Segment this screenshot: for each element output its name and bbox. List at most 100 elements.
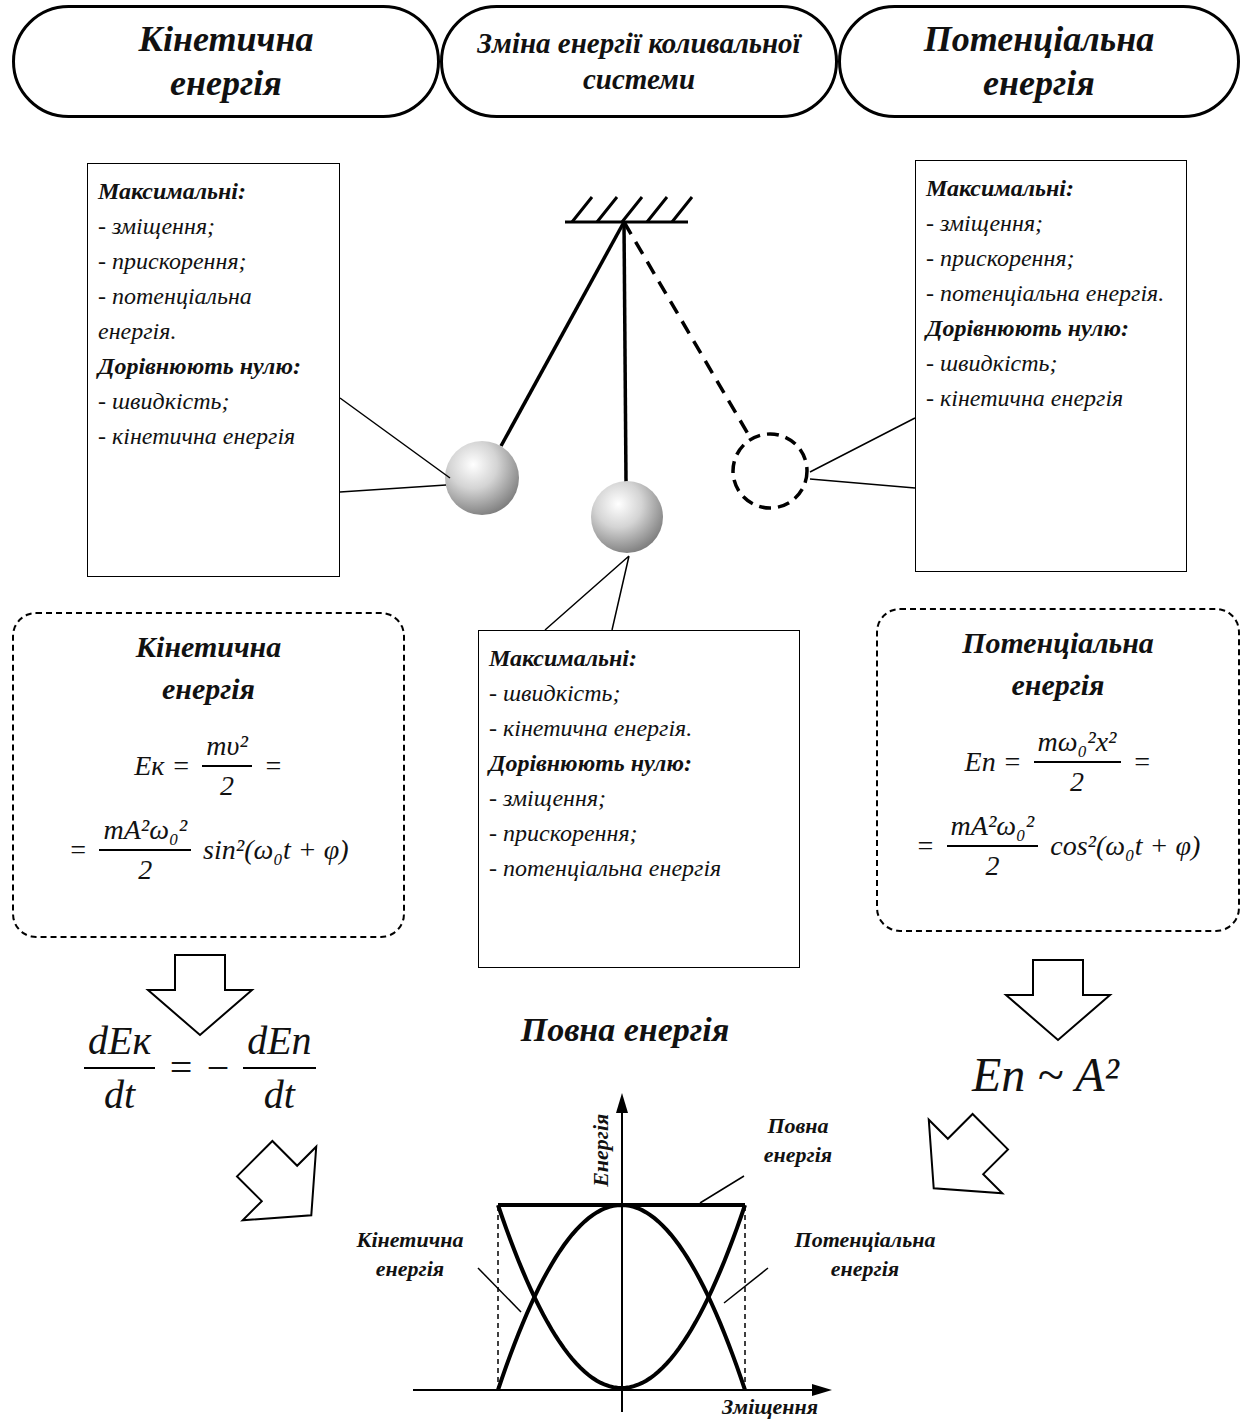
list-item: - кінетична енергія xyxy=(926,381,1176,416)
pill-title: Зміна енергії коливальної системи xyxy=(474,26,804,97)
leader-line xyxy=(478,1268,521,1312)
callout-box: Максимальні:- зміщення;- прискорення;- п… xyxy=(915,160,1187,572)
list-item: - швидкість; xyxy=(926,346,1176,381)
list-item: - зміщення; xyxy=(98,209,329,244)
box-heading: Кінетична енергія xyxy=(89,626,329,710)
list-item: - зміщення; xyxy=(926,206,1176,241)
pendulum-ball xyxy=(445,441,519,515)
leader-line xyxy=(700,1176,744,1203)
numerator: mυ² xyxy=(202,730,251,767)
list-item: - потенціальна енергія xyxy=(489,851,789,886)
title-pill: Потенціальна енергія xyxy=(838,5,1240,118)
fraction: dEпdt xyxy=(243,1018,315,1118)
formula-part: = xyxy=(264,750,283,782)
formula-row: Eк = mυ²2 = xyxy=(134,730,282,802)
callout-heading: Максимальні: xyxy=(489,641,789,676)
denominator: 2 xyxy=(947,847,1039,882)
formula-part: = xyxy=(69,834,88,866)
curve-label: Повна енергія xyxy=(748,1112,848,1169)
callout-box: Максимальні:- зміщення;- прискорення;- п… xyxy=(87,163,340,577)
callout-heading: Дорівнюють нулю: xyxy=(98,349,329,384)
hollow-arrow xyxy=(897,1095,1027,1225)
callout-box: Максимальні:- швидкість;- кінетична енер… xyxy=(478,630,800,968)
leader-line xyxy=(724,1268,768,1303)
formula-box: Потенціальна енергіяEп =mω₀²x²2==mA²ω₀²2… xyxy=(876,608,1240,932)
energy-curves xyxy=(498,1205,745,1390)
list-item: - кінетична енергія. xyxy=(489,711,789,746)
pendulum-ball-dashed xyxy=(733,434,807,508)
curve-label: Кінетична енергія xyxy=(330,1226,490,1283)
list-item: - потенціальна енергія. xyxy=(98,279,329,349)
callout-heading: Дорівнюють нулю: xyxy=(489,746,789,781)
y-axis xyxy=(621,1108,623,1412)
list-item: - швидкість; xyxy=(98,384,329,419)
proportion-formula: Eп ~ A² xyxy=(972,1046,1119,1104)
formula-part: cos²(ω₀t + φ) xyxy=(1050,830,1200,862)
title-pill: Зміна енергії коливальної системи xyxy=(440,5,838,118)
fraction: mω₀²x²2 xyxy=(1034,726,1121,798)
list-item: - кінетична енергія xyxy=(98,419,329,454)
section-heading: Повна енергія xyxy=(425,1008,825,1052)
formula-row: Eп = mω₀²x²2 = xyxy=(965,726,1152,798)
formula-row: = mA²ω₀²2 cos²(ω₀t + φ) xyxy=(916,810,1201,882)
formula-part: = xyxy=(916,830,935,862)
energy-graph xyxy=(413,1093,832,1412)
list-item: - прискорення; xyxy=(489,816,789,851)
numerator: mA²ω₀² xyxy=(947,810,1039,847)
axis-label: Енергія xyxy=(588,1100,614,1200)
pill-title: Кінетична енергія xyxy=(91,18,361,106)
curve-label: Потенціальна енергія xyxy=(765,1226,965,1283)
list-item: - прискорення; xyxy=(98,244,329,279)
box-heading: Потенціальна енергія xyxy=(938,622,1178,706)
formula-part: Eп = xyxy=(965,746,1022,778)
numerator: mA²ω₀² xyxy=(99,814,191,851)
formula-part: = xyxy=(1133,746,1152,778)
list-item: - швидкість; xyxy=(489,676,789,711)
formula-part: sin²(ω₀t + φ) xyxy=(203,834,348,866)
hollow-arrow xyxy=(1006,960,1110,1040)
fraction: dEкdt xyxy=(84,1018,155,1118)
fraction: mA²ω₀²2 xyxy=(947,810,1039,882)
callout-heading: Максимальні: xyxy=(98,174,329,209)
fraction: mA²ω₀²2 xyxy=(99,814,191,886)
numerator: mω₀²x² xyxy=(1034,726,1121,763)
callout-tail xyxy=(810,418,915,488)
formula-row: = mA²ω₀²2 sin²(ω₀t + φ) xyxy=(69,814,349,886)
callout-tail xyxy=(545,556,629,630)
axis-label: Зміщення xyxy=(710,1395,830,1418)
hollow-arrow xyxy=(218,1122,348,1252)
pendulum-string xyxy=(501,222,624,446)
pill-title: Потенціальна енергія xyxy=(904,18,1174,106)
title-pill: Кінетична енергія xyxy=(12,5,440,118)
formula-box: Кінетична енергіяEк =mυ²2==mA²ω₀²2sin²(ω… xyxy=(12,612,405,938)
formula-part: Eк = xyxy=(134,750,190,782)
hollow-arrow xyxy=(148,955,252,1035)
denominator: 2 xyxy=(202,767,251,802)
fraction: mυ²2 xyxy=(202,730,251,802)
denominator: 2 xyxy=(99,851,191,886)
ceiling-hatch xyxy=(572,197,692,222)
ceiling xyxy=(565,197,692,222)
numerator: dEк xyxy=(84,1018,155,1069)
pendulum-ball xyxy=(591,481,663,553)
formula-part: = − xyxy=(167,1045,231,1091)
list-item: - потенціальна енергія. xyxy=(926,276,1176,311)
callout-heading: Дорівнюють нулю: xyxy=(926,311,1176,346)
axis-arrowhead xyxy=(616,1093,628,1113)
derivative-formula: dEкdt= −dEпdt xyxy=(80,1018,320,1118)
denominator: dt xyxy=(84,1069,155,1118)
numerator: dEп xyxy=(243,1018,315,1069)
kinetic-energy-curve xyxy=(498,1205,745,1390)
pendulum-string-dashed xyxy=(624,222,751,439)
denominator: 2 xyxy=(1034,763,1121,798)
pendulum xyxy=(445,222,807,553)
amplitude-line xyxy=(497,1206,499,1390)
callout-tail xyxy=(340,398,450,492)
denominator: dt xyxy=(243,1069,315,1118)
callout-heading: Максимальні: xyxy=(926,171,1176,206)
amplitude-line xyxy=(744,1206,746,1390)
pendulum-string xyxy=(624,222,626,482)
list-item: - зміщення; xyxy=(489,781,789,816)
callout-tails xyxy=(340,398,915,630)
